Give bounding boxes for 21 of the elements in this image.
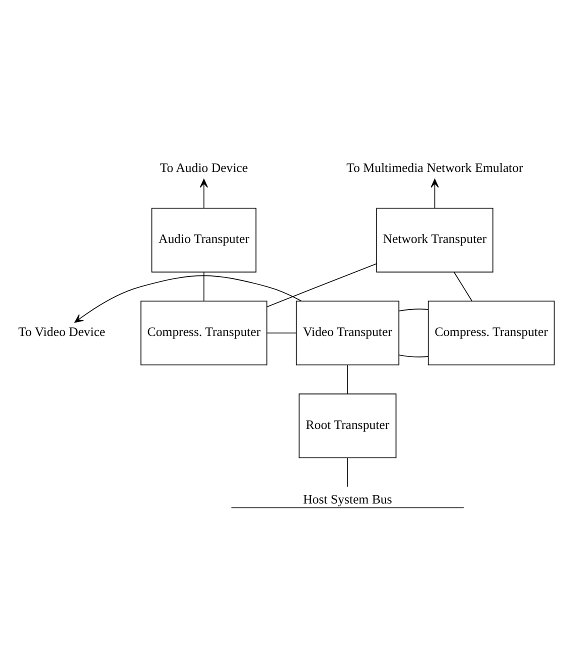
node-text: Host System Bus xyxy=(303,491,392,506)
connector xyxy=(347,364,348,394)
arrow xyxy=(74,274,302,322)
arrow xyxy=(200,178,208,208)
connector xyxy=(347,456,348,487)
node-box: Compress. Transputer xyxy=(140,300,268,365)
connector xyxy=(398,308,429,311)
connector xyxy=(398,354,429,357)
connector xyxy=(454,271,472,301)
node-text: To Audio Device xyxy=(160,159,248,174)
node-box: Audio Transputer xyxy=(151,207,256,272)
node-box: Compress. Transputer xyxy=(428,300,555,365)
node-box: Root Transputer xyxy=(298,393,396,458)
node-box: Video Transputer xyxy=(296,300,400,365)
node-box: Network Transputer xyxy=(376,207,494,272)
connector xyxy=(266,332,297,333)
connector xyxy=(203,271,204,301)
connector xyxy=(266,262,377,307)
arrow xyxy=(430,178,439,208)
node-text: To Video Device xyxy=(18,324,106,339)
node-text: To Multimedia Network Emulator xyxy=(346,159,524,174)
